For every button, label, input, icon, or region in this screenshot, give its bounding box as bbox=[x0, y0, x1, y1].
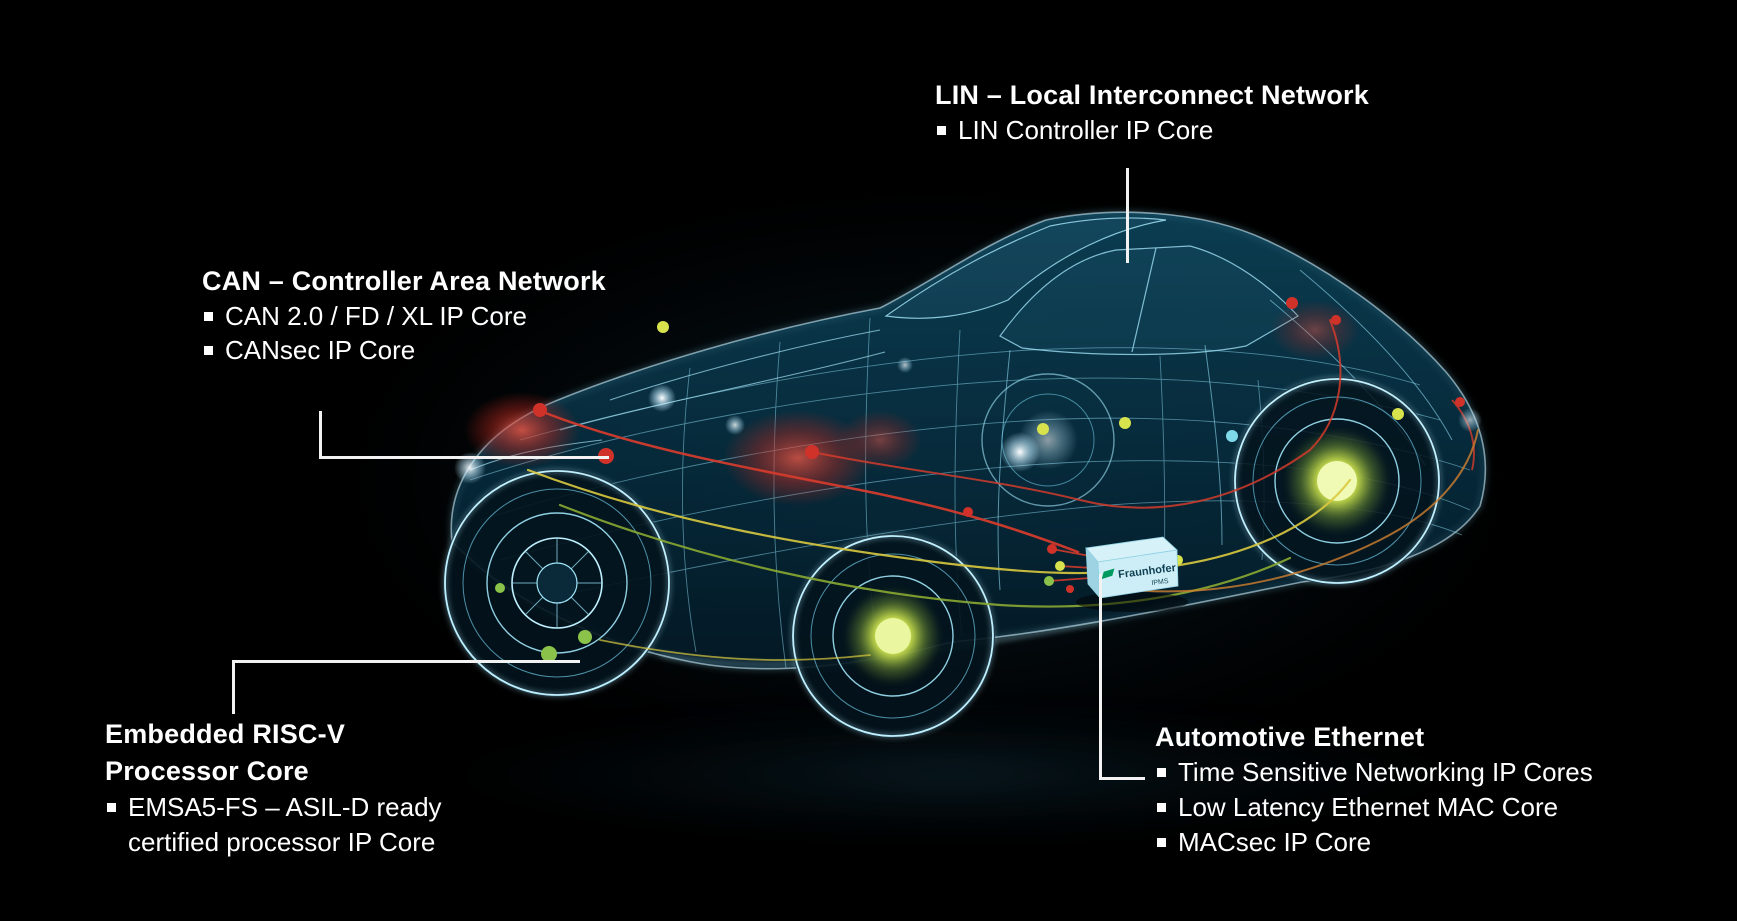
annotation-riscv: Embedded RISC-V Processor Core EMSA5-FS … bbox=[105, 716, 478, 860]
can-leader-line-horizontal bbox=[319, 456, 609, 459]
wheel-front-right bbox=[981, 373, 1115, 507]
ethernet-leader-line-vertical bbox=[1099, 574, 1102, 780]
bullet-icon bbox=[107, 803, 116, 812]
bullet-icon bbox=[1157, 838, 1166, 847]
list-item: Time Sensitive Networking IP Cores bbox=[1155, 755, 1593, 790]
annotation-ethernet: Automotive Ethernet Time Sensitive Netwo… bbox=[1155, 720, 1593, 860]
list-item: CANsec IP Core bbox=[202, 333, 606, 367]
wheel-rear-right bbox=[1233, 377, 1441, 585]
list-item: Low Latency Ethernet MAC Core bbox=[1155, 790, 1593, 825]
annotation-can: CAN – Controller Area Network CAN 2.0 / … bbox=[202, 264, 606, 367]
bullet-icon bbox=[204, 346, 213, 355]
annotation-riscv-title-line1: Embedded RISC-V bbox=[105, 719, 346, 749]
list-item: CAN 2.0 / FD / XL IP Core bbox=[202, 299, 606, 333]
can-leader-line-vertical bbox=[319, 411, 322, 459]
bullet-icon bbox=[1157, 768, 1166, 777]
bullet-icon bbox=[937, 126, 946, 135]
annotation-riscv-title-line2: Processor Core bbox=[105, 756, 309, 786]
ethernet-leader-line-horizontal bbox=[1099, 777, 1145, 780]
riscv-leader-line-vertical bbox=[232, 660, 235, 714]
annotation-lin-title: LIN – Local Interconnect Network bbox=[935, 80, 1369, 110]
list-item: EMSA5-FS – ASIL-D ready certified proces… bbox=[105, 790, 478, 860]
side-windows bbox=[999, 245, 1299, 356]
bullet-icon bbox=[204, 312, 213, 321]
list-item: MACsec IP Core bbox=[1155, 825, 1593, 860]
ground-reflection bbox=[390, 700, 1510, 850]
fraunhofer-unit-text: IPMS bbox=[1151, 578, 1169, 587]
wire-harness bbox=[526, 319, 1479, 661]
annotation-can-title: CAN – Controller Area Network bbox=[202, 266, 606, 296]
fraunhofer-ipms-box: Fraunhofer IPMS bbox=[1076, 536, 1188, 612]
bullet-icon bbox=[1157, 803, 1166, 812]
riscv-leader-line-horizontal bbox=[232, 660, 580, 663]
windshield bbox=[884, 217, 1167, 319]
annotation-lin: LIN – Local Interconnect Network LIN Con… bbox=[935, 78, 1369, 147]
fraunhofer-logo-mark bbox=[1101, 568, 1115, 580]
lin-leader-line bbox=[1126, 168, 1129, 263]
list-item: LIN Controller IP Core bbox=[935, 113, 1369, 147]
ecu-dots bbox=[495, 297, 1465, 662]
annotation-ethernet-title: Automotive Ethernet bbox=[1155, 722, 1425, 752]
